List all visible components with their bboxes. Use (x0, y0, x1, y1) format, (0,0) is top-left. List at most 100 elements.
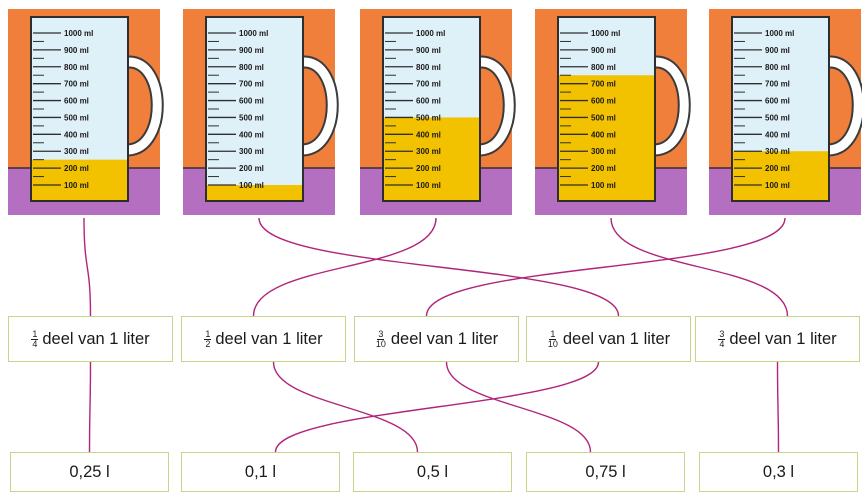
scale-label: 500 ml (591, 113, 616, 122)
jug-body (205, 16, 304, 202)
liter-box-2[interactable]: 0,5 l (353, 452, 512, 492)
scale-label: 500 ml (239, 113, 264, 122)
scale-label: 300 ml (591, 147, 616, 156)
measuring-jugs-panel: 1000 ml 900 ml 800 ml 700 ml 600 ml 500 ml 400… (8, 9, 862, 215)
scale-label: 300 ml (765, 147, 790, 156)
liter-value-4: 0,3 l (762, 462, 795, 481)
scale-label: 900 ml (64, 46, 89, 55)
scale-label: 600 ml (239, 97, 264, 106)
connection-line-jug-2 (252, 217, 437, 317)
liter-value-3: 0,75 l (585, 462, 626, 481)
jug-handle (298, 57, 337, 155)
fraction-text-1: deel van 1 liter (215, 329, 323, 348)
connection-line-jug-4 (425, 217, 786, 317)
measuring-jug-0: 1000 ml 900 ml 800 ml 700 ml 600 ml 500 ml 400… (8, 9, 164, 215)
connection-line-jug-1 (258, 217, 620, 317)
liter-box-0[interactable]: 0,25 l (10, 452, 169, 492)
scale-label: 400 ml (765, 130, 790, 139)
scale-label: 100 ml (591, 181, 616, 190)
scale-label: 1000 ml (64, 29, 93, 38)
connection-line-liter-3 (274, 361, 600, 453)
scale-label: 1000 ml (416, 29, 445, 38)
scale-label: 600 ml (765, 97, 790, 106)
jug-liquid (384, 117, 479, 200)
scale-label: 900 ml (591, 46, 616, 55)
scale-label: 800 ml (239, 63, 264, 72)
fraction-text-3: deel van 1 liter (562, 329, 671, 348)
connection-line-liter-2 (445, 361, 592, 453)
scale-label: 900 ml (416, 46, 441, 55)
scale-label: 800 ml (416, 63, 441, 72)
scale-label: 900 ml (239, 46, 264, 55)
scale-label: 100 ml (416, 181, 441, 190)
scale-label: 600 ml (416, 97, 441, 106)
connection-line-liter-0 (88, 361, 92, 453)
fraction-text-2: deel van 1 liter (390, 329, 499, 348)
connection-line-jug-3 (610, 217, 789, 317)
scale-label: 200 ml (416, 164, 441, 173)
jug-handle (475, 57, 514, 155)
jug-liquid (733, 151, 828, 200)
scale-label: 100 ml (64, 181, 89, 190)
scale-label: 200 ml (239, 164, 264, 173)
scale-label: 700 ml (416, 80, 441, 89)
liter-value-2: 0,5 l (416, 462, 449, 481)
scale-label: 400 ml (64, 130, 89, 139)
liter-value-0: 0,25 l (69, 462, 110, 481)
jug-handle (824, 57, 862, 155)
scale-label: 700 ml (64, 80, 89, 89)
scale-label: 1000 ml (239, 29, 268, 38)
liter-box-4[interactable]: 0,3 l (699, 452, 858, 492)
scale-label: 700 ml (765, 80, 790, 89)
scale-label: 300 ml (64, 147, 89, 156)
scale-label: 900 ml (765, 46, 790, 55)
scale-label: 300 ml (239, 147, 264, 156)
measuring-jug-2: 1000 ml 900 ml 800 ml 700 ml 600 ml 500 ml 400… (360, 9, 516, 215)
scale-label: 500 ml (64, 113, 89, 122)
scale-label: 200 ml (591, 164, 616, 173)
scale-label: 700 ml (239, 80, 264, 89)
scale-label: 1000 ml (765, 29, 794, 38)
fraction-text-0: deel van 1 liter (42, 329, 150, 348)
jug-liquid (207, 185, 302, 200)
scale-label: 100 ml (765, 181, 790, 190)
fraction-text-4: deel van 1 liter (729, 329, 837, 348)
scale-label: 300 ml (416, 147, 441, 156)
measuring-jug-4: 1000 ml 900 ml 800 ml 700 ml 600 ml 500 ml 400… (709, 9, 862, 215)
scale-label: 800 ml (765, 63, 790, 72)
scale-label: 400 ml (239, 130, 264, 139)
connection-line-liter-1 (272, 361, 419, 453)
connection-line-jug-0 (83, 217, 92, 317)
liter-value-1: 0,1 l (244, 462, 277, 481)
jug-liquid (32, 159, 127, 200)
jug-liquid (559, 75, 654, 200)
scale-label: 100 ml (239, 181, 264, 190)
scale-label: 800 ml (64, 63, 89, 72)
scale-label: 200 ml (64, 164, 89, 173)
liter-box-1[interactable]: 0,1 l (181, 452, 340, 492)
scale-label: 600 ml (591, 97, 616, 106)
scale-label: 1000 ml (591, 29, 620, 38)
measuring-jug-1: 1000 ml 900 ml 800 ml 700 ml 600 ml 500 ml 400… (183, 9, 339, 215)
liter-box-3[interactable]: 0,75 l (526, 452, 685, 492)
scale-label: 400 ml (416, 130, 441, 139)
scale-label: 400 ml (591, 130, 616, 139)
connection-line-liter-4 (776, 361, 780, 453)
scale-label: 800 ml (591, 63, 616, 72)
jug-handle (123, 57, 162, 155)
scale-label: 200 ml (765, 164, 790, 173)
scale-label: 500 ml (765, 113, 790, 122)
scale-label: 500 ml (416, 113, 441, 122)
jug-handle (650, 57, 689, 155)
scale-label: 600 ml (64, 97, 89, 106)
